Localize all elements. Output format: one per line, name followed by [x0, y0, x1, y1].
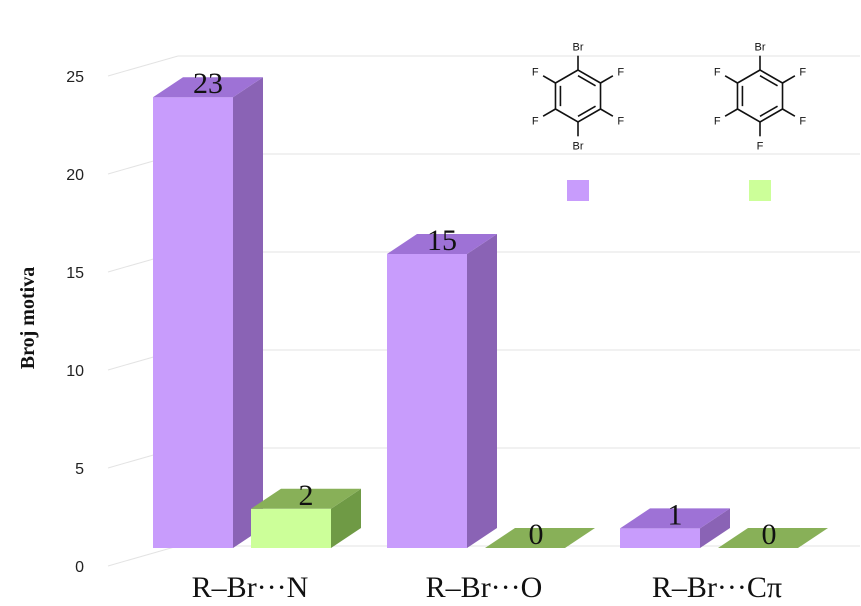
- data-label: 2: [299, 479, 314, 512]
- y-tick-label: 15: [66, 265, 84, 282]
- y-axis-ticks: 0 5 10 15 20 25: [66, 69, 84, 576]
- bar-top: [485, 528, 595, 548]
- data-label: 0: [529, 518, 544, 551]
- atom-label: Br: [573, 42, 584, 54]
- bar: [387, 234, 497, 548]
- benzene-ring: [554, 69, 602, 123]
- atom-label: F: [532, 116, 539, 128]
- bar-side: [467, 234, 497, 548]
- bar: [620, 508, 730, 548]
- y-tick-label: 10: [66, 363, 84, 380]
- bar-side: [331, 488, 361, 548]
- legend-swatch: [749, 180, 771, 201]
- y-tick-label: 5: [75, 461, 84, 478]
- double-bond: [759, 75, 778, 87]
- bar-side: [233, 77, 263, 548]
- substituent-bond: [782, 108, 796, 117]
- bar-front: [387, 254, 467, 548]
- category-label: R–Br···Cπ: [652, 571, 782, 604]
- bar-top: [718, 528, 828, 548]
- atom-label: F: [799, 116, 806, 128]
- legend-swatch: [567, 180, 589, 201]
- bar-front: [153, 97, 233, 548]
- atom-label: F: [757, 140, 764, 152]
- gridline-depth: [107, 55, 179, 77]
- substituent-bond: [600, 75, 614, 84]
- data-label: 0: [762, 518, 777, 551]
- category-label: R–Br···O: [426, 571, 543, 604]
- y-axis-label: Broj motiva: [17, 267, 39, 369]
- atom-label: Br: [755, 42, 766, 54]
- substituent-bond: [542, 75, 556, 84]
- substituent-bond: [782, 75, 796, 84]
- gridline-depth: [107, 545, 179, 567]
- y-tick-label: 20: [66, 167, 84, 184]
- category-label: R–Br···N: [192, 571, 309, 604]
- data-labels: 23 2 15 0 1 0: [193, 67, 777, 551]
- bar-top: [153, 77, 263, 98]
- bar-side: [700, 508, 730, 548]
- data-label: 23: [193, 67, 223, 100]
- atom-label: F: [617, 66, 624, 78]
- bar-top: [387, 234, 497, 254]
- double-bond: [759, 105, 778, 117]
- y-tick-label: 0: [75, 559, 84, 576]
- bar-front: [620, 528, 700, 548]
- substituent-bond: [542, 108, 556, 117]
- substituent-bond: [724, 75, 738, 84]
- data-label: 1: [668, 498, 683, 531]
- bars: [153, 77, 828, 548]
- bar: [251, 488, 361, 548]
- atom-label: F: [799, 66, 806, 78]
- substituent-bond: [600, 108, 614, 117]
- double-bond: [577, 75, 596, 87]
- bar-front: [251, 508, 331, 548]
- atom-label: F: [714, 66, 721, 78]
- atom-label: Br: [573, 140, 584, 152]
- bar: [485, 528, 595, 548]
- benzene-ring: [736, 69, 784, 123]
- bar-top: [251, 488, 361, 509]
- substituent-bond: [724, 108, 738, 117]
- bar-top: [620, 508, 730, 529]
- bar: [718, 528, 828, 548]
- double-bond: [577, 105, 596, 117]
- legend-molecule-2: BrF F F F F: [714, 42, 807, 153]
- atom-label: F: [532, 66, 539, 78]
- category-labels: R–Br···N R–Br···O R–Br···Cπ: [192, 571, 782, 604]
- atom-label: F: [617, 116, 624, 128]
- atom-label: F: [714, 116, 721, 128]
- y-tick-label: 25: [66, 69, 84, 86]
- data-label: 15: [427, 224, 457, 257]
- bar: [153, 77, 263, 548]
